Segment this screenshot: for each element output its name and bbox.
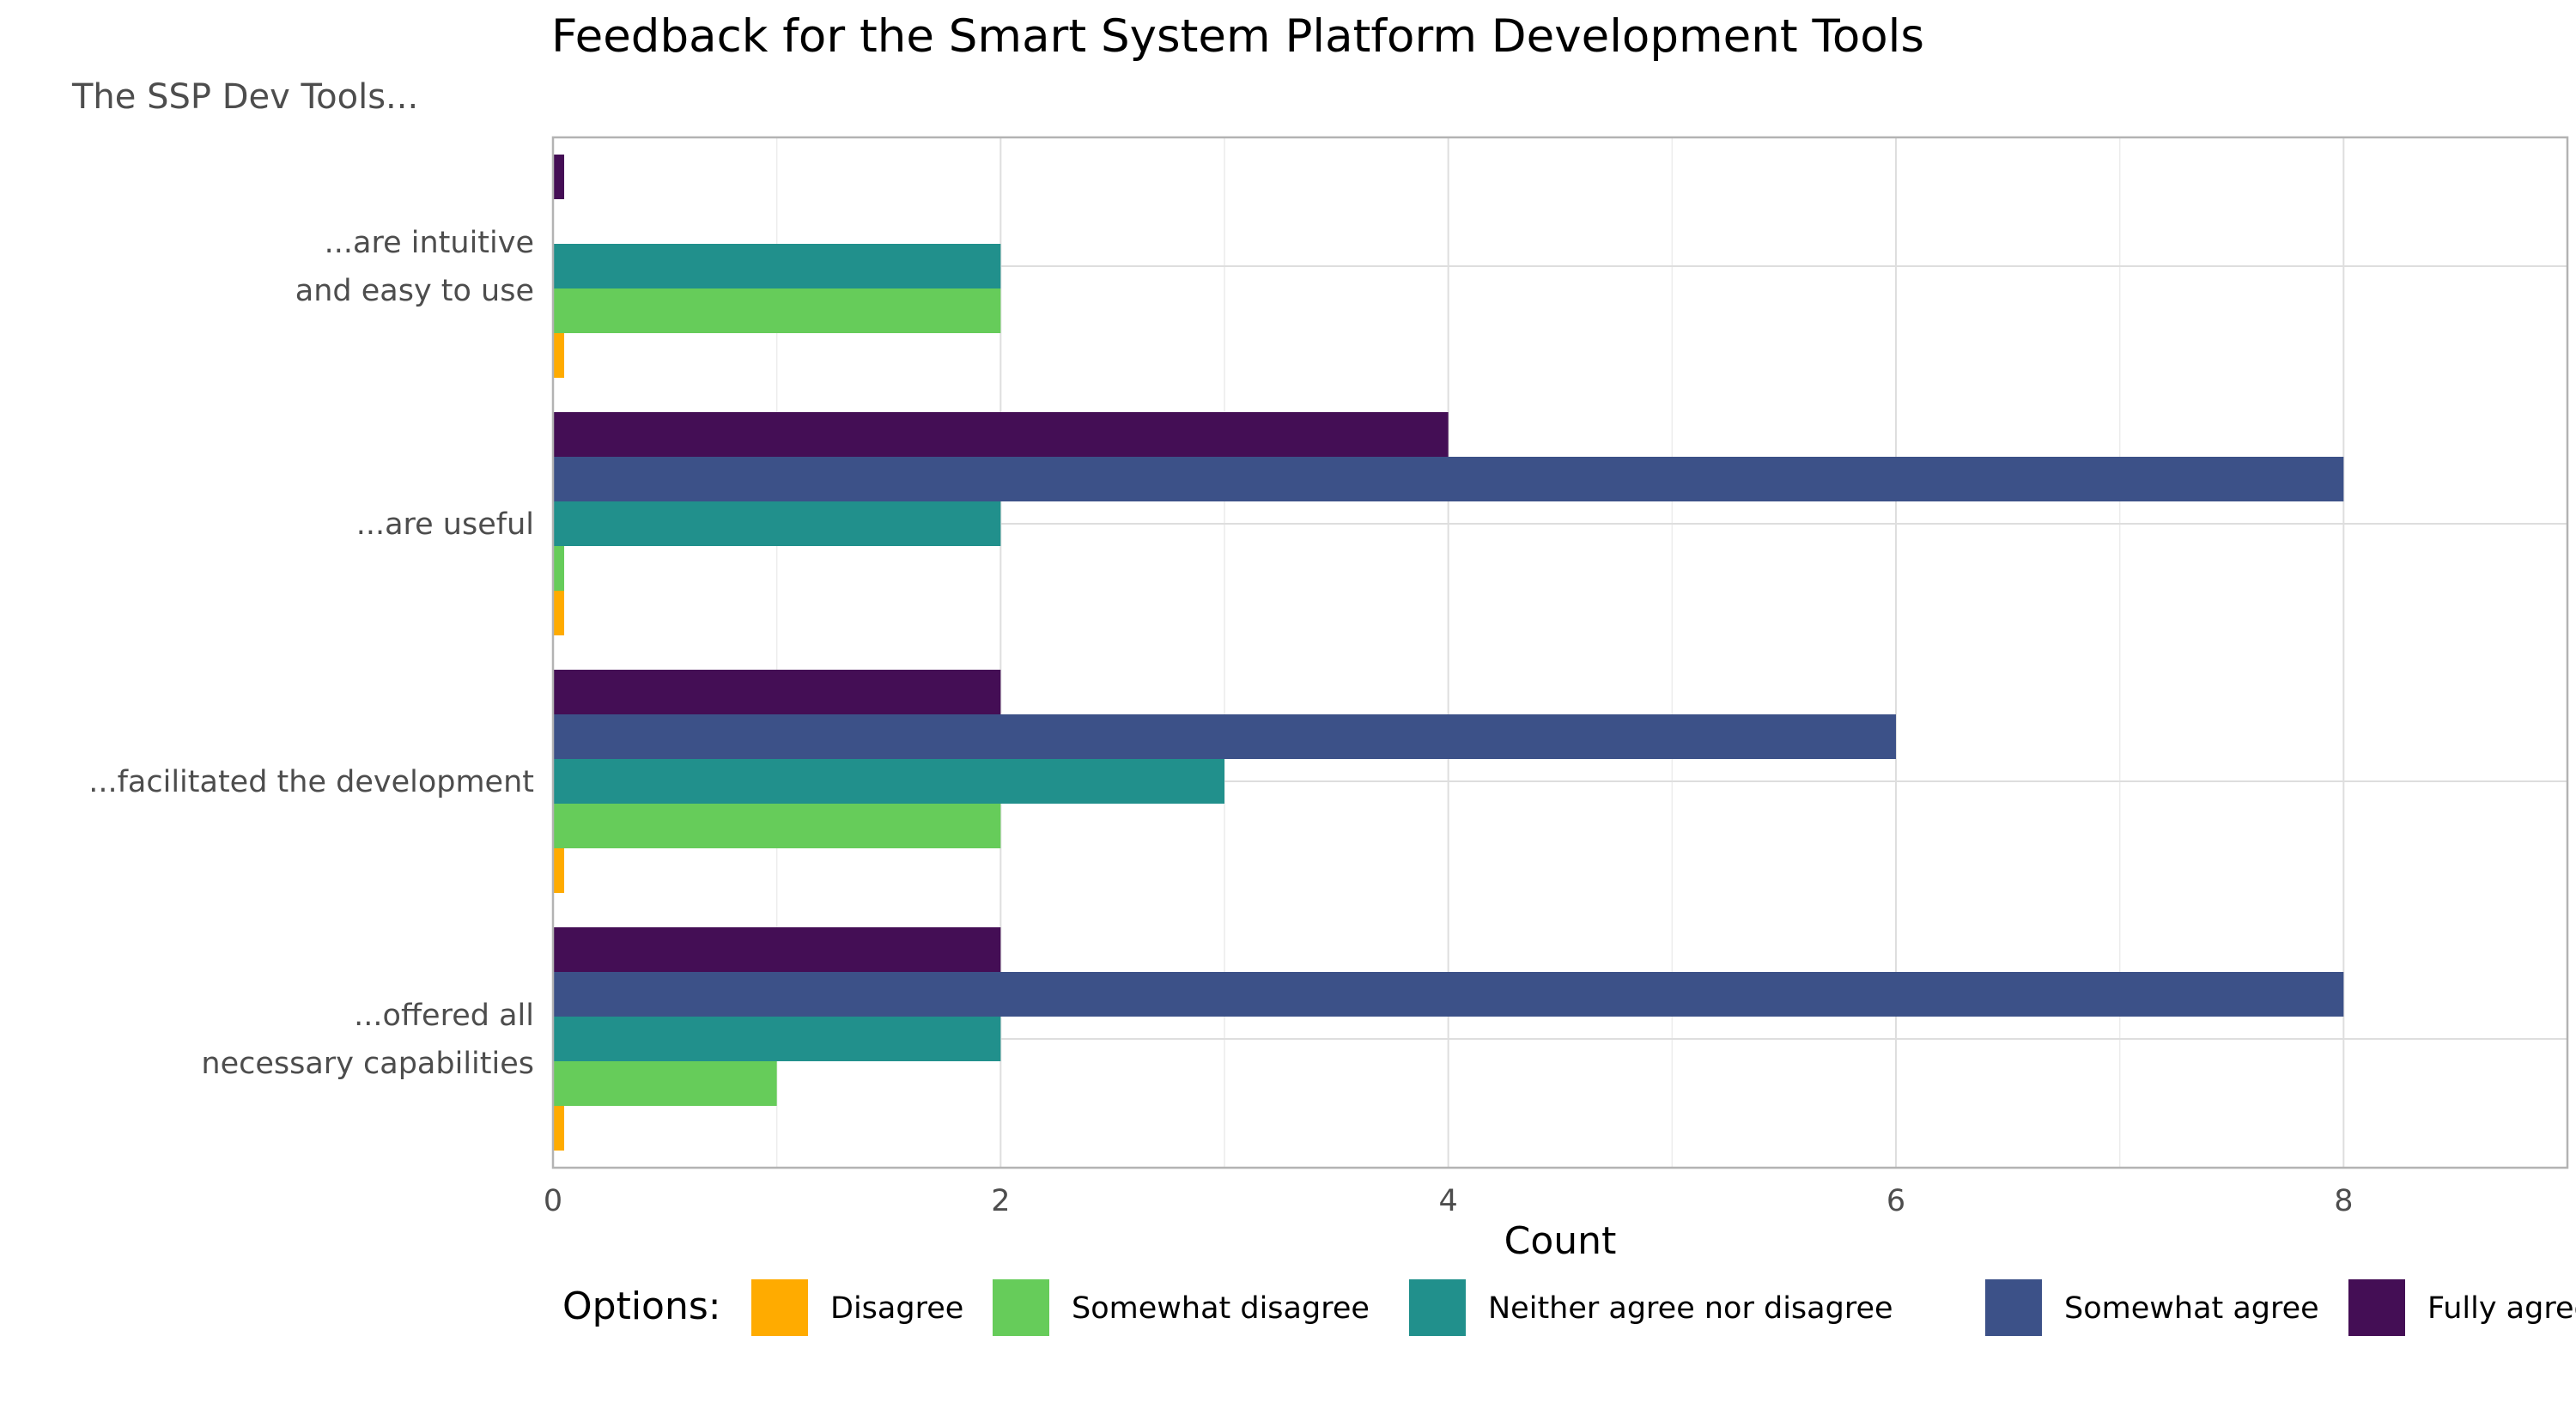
plot-panel-border: [551, 136, 2569, 1169]
bar-disagree: [553, 848, 565, 893]
x-tick-label: 8: [2334, 1184, 2353, 1218]
bars-layer: [553, 155, 2344, 1151]
legend-key-neither-agree-nor-disagree: [1409, 1279, 1466, 1336]
legend-title: Options:: [562, 1284, 721, 1328]
bar-disagree: [553, 1106, 565, 1151]
bar-disagree: [553, 591, 565, 635]
chart-subtitle: The SSP Dev Tools...: [71, 77, 418, 117]
legend-label: Disagree: [830, 1291, 963, 1326]
x-tick-label: 2: [991, 1184, 1010, 1218]
legend-key-somewhat-agree: [1985, 1279, 2042, 1336]
bar-fully-agree: [553, 670, 1001, 714]
legend-label: Fully agree: [2427, 1291, 2576, 1326]
bar-somewhat-agree: [553, 972, 2344, 1017]
legend-key-fully-agree: [2348, 1279, 2405, 1336]
bar-somewhat-disagree: [553, 288, 1001, 333]
legend-label: Neither agree nor disagree: [1488, 1291, 1893, 1326]
legend: Options: Disagree Somewhat disagree Neithe…: [562, 1279, 2576, 1336]
bar-neither-agree-nor-disagree: [553, 244, 1001, 288]
category-label: ...facilitated the development: [88, 765, 534, 799]
chart-title: Feedback for the Smart System Platform D…: [551, 10, 1924, 63]
bar-somewhat-disagree: [553, 546, 565, 591]
legend-label: Somewhat disagree: [1072, 1291, 1370, 1326]
bar-neither-agree-nor-disagree: [553, 501, 1001, 546]
bar-somewhat-agree: [553, 714, 1896, 759]
bar-fully-agree: [553, 927, 1001, 972]
legend-key-somewhat-disagree: [993, 1279, 1049, 1336]
x-tick-label: 0: [544, 1184, 562, 1218]
x-tick-label: 6: [1886, 1184, 1905, 1218]
bar-somewhat-agree: [553, 457, 2344, 501]
bar-somewhat-disagree: [553, 1061, 777, 1106]
bar-neither-agree-nor-disagree: [553, 1017, 1001, 1061]
bar-neither-agree-nor-disagree: [553, 759, 1224, 804]
category-label: ...are useful: [356, 507, 534, 542]
bar-somewhat-disagree: [553, 804, 1001, 848]
x-axis-title: Count: [1504, 1219, 1617, 1263]
bar-fully-agree: [553, 155, 565, 199]
bar-disagree: [553, 333, 565, 378]
bar-fully-agree: [553, 412, 1449, 457]
x-tick-labels: 0 2 4 6 8: [544, 1184, 2354, 1218]
legend-key-disagree: [751, 1279, 808, 1336]
x-tick-label: 4: [1439, 1184, 1458, 1218]
legend-label: Somewhat agree: [2064, 1291, 2319, 1326]
